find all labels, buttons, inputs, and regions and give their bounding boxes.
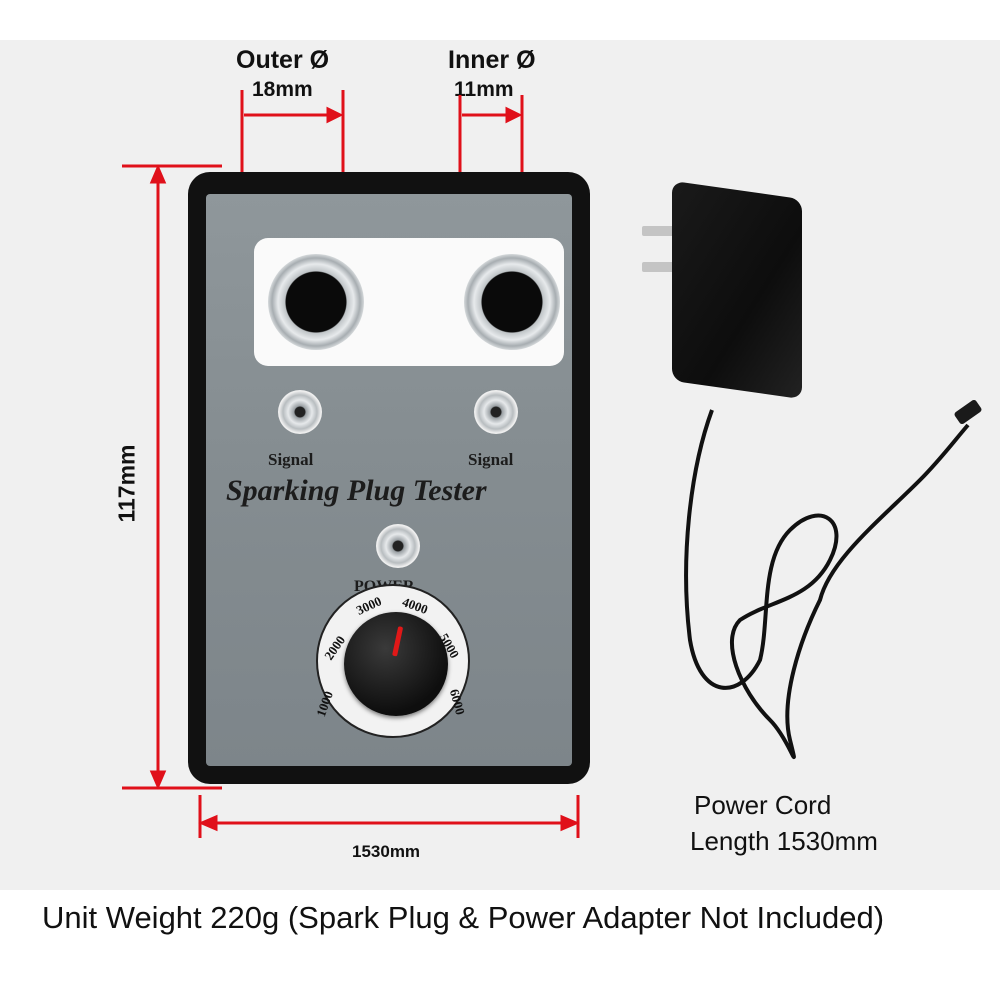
outer-diameter-label: Outer Ø [236,46,330,74]
height-arrow-bottom [149,770,167,790]
cord-line [684,409,970,759]
height-arrow-top [149,164,167,184]
signal-left-jack [278,390,322,434]
power-jack [376,524,420,568]
outer-port [268,254,364,350]
outer-diameter-value: 18mm [252,78,313,101]
adapter-prong-top [642,226,674,236]
signal-left-label: Signal [268,450,314,469]
width-arrow-right [560,814,580,832]
width-arrow-left [198,814,218,832]
signal-right-label: Signal [468,450,514,469]
outer-arrow-head [326,106,344,124]
spark-plug-tester-device: Signal Signal Sparking Plug Tester POWER… [188,172,590,784]
signal-right-jack [474,390,518,434]
power-knob[interactable] [344,612,448,716]
inner-diameter-value: 11mm [454,78,514,101]
power-cord-label: Power Cord [694,790,832,820]
inner-arrow-head [505,106,523,124]
power-cord-length: Length 1530mm [690,826,878,856]
width-label: 1530mm [352,842,421,861]
device-title: Sparking Plug Tester [226,474,487,507]
inner-port [464,254,560,350]
power-adapter [672,180,802,400]
plug-window [254,238,564,366]
front-panel: Signal Signal Sparking Plug Tester POWER… [206,194,572,766]
dc-plug [954,399,982,425]
inner-diameter-label: Inner Ø [448,46,536,74]
adapter-prong-bottom [642,262,674,272]
weight-caption: Unit Weight 220g (Spark Plug & Power Ada… [42,900,885,935]
